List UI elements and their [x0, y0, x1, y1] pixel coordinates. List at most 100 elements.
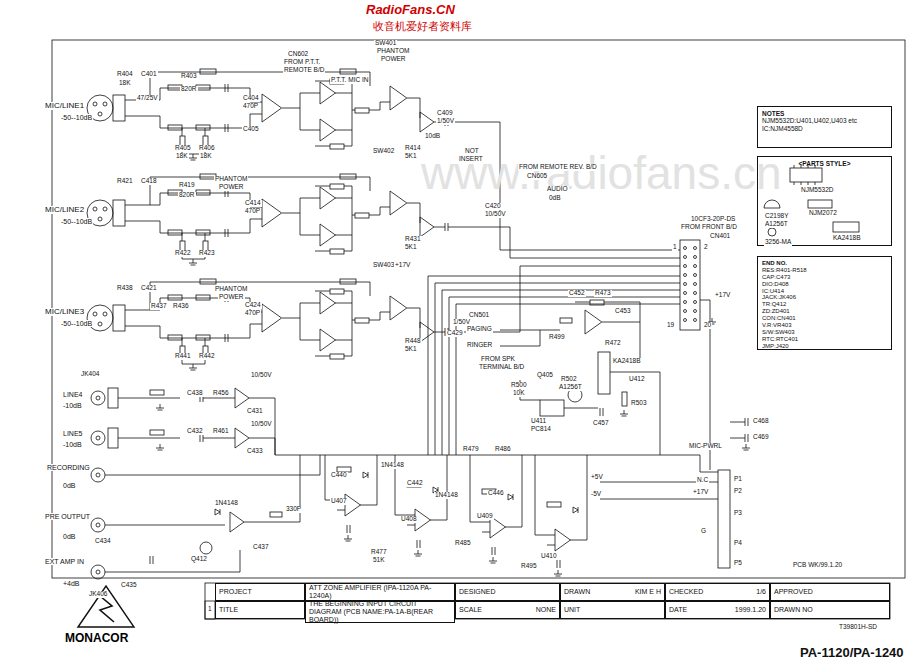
wire [407, 98, 420, 118]
jack-symbol [96, 396, 100, 400]
resistor-symbol [196, 85, 210, 90]
component-label: R486 [494, 446, 512, 453]
node-heading: NOTES [762, 110, 887, 117]
wire [730, 422, 745, 423]
component-label: R448 [404, 338, 422, 345]
resistor-symbol [196, 335, 210, 340]
wire [300, 303, 320, 304]
wire [249, 398, 275, 455]
capacitor-symbol [745, 418, 748, 426]
component-label: 10/50V [484, 211, 507, 218]
component-label: RINGER [466, 342, 493, 349]
connector-body [718, 470, 730, 568]
component-label: R485 [454, 540, 472, 547]
opamp-symbol [320, 224, 335, 246]
node-text: RTC:RTC401 [762, 336, 887, 343]
ground-symbol [156, 404, 164, 410]
wire [602, 322, 640, 360]
component-label: 820R [178, 192, 196, 199]
node-text: IC:U414 [762, 288, 887, 295]
component-label: C440 [330, 472, 348, 479]
node-heading: SCALE [459, 606, 482, 614]
resistor-symbol [200, 279, 216, 284]
wire [808, 182, 809, 185]
wire [456, 304, 457, 455]
component-label: 2 [703, 244, 709, 251]
wire [434, 227, 445, 228]
title-cell: SCALENONE [455, 601, 560, 619]
component-label: C468 [752, 418, 770, 425]
wire [205, 128, 206, 136]
connector-pin [684, 310, 687, 313]
resistor-symbol [200, 69, 216, 74]
wire [315, 251, 330, 252]
resistor-symbol [340, 279, 356, 284]
opamp-symbol [320, 292, 335, 314]
jack-symbol [96, 473, 100, 477]
component-label: 330P [285, 506, 302, 513]
opamp-symbol [420, 322, 434, 342]
wire [470, 455, 490, 522]
connector-pin [694, 310, 697, 313]
component-label: MIC/LINE3 [44, 308, 85, 316]
ground-symbol [554, 570, 562, 576]
transistor-icon [764, 200, 780, 208]
component-label: PHANTOM [214, 286, 248, 293]
wire [352, 215, 355, 216]
opamp-symbol [262, 94, 282, 122]
component-label: 51K [372, 557, 386, 564]
node-text: DIO:D408 [762, 281, 887, 288]
jack-symbol [91, 431, 105, 445]
jack-body [113, 95, 125, 121]
component-label: C2198Y [764, 213, 790, 220]
component-label: TERMINAL B/D [478, 364, 525, 371]
component-label: U408 [400, 516, 418, 523]
capacitor-symbol [600, 408, 603, 416]
node-text: KIM E H [635, 588, 661, 596]
component-label: C420 [484, 203, 502, 210]
wire [360, 455, 377, 505]
wire [335, 340, 352, 356]
component-label: R495 [520, 563, 538, 570]
component-label: SW401 [374, 40, 397, 47]
wire [300, 303, 301, 340]
component-label: 470P [242, 103, 259, 110]
node-heading: UNIT [564, 606, 580, 614]
component-label: POWER [218, 184, 245, 191]
title-cell: THE BEGINNING INPUT CIRCUIT DIAGRAM (PCB… [305, 601, 455, 623]
wire [203, 438, 235, 439]
component-label: C433 [246, 448, 264, 455]
resistor-symbol [590, 300, 604, 305]
component-label: R419 [178, 182, 196, 189]
opamp-symbol [555, 529, 570, 551]
resistor-symbol [560, 318, 572, 323]
component-label: 18K [175, 153, 189, 160]
component-label: C432 [186, 428, 204, 435]
component-label: 5K1 [404, 244, 418, 251]
wire [407, 203, 420, 223]
component-label: R438 [116, 285, 134, 292]
component-label: C401 [140, 71, 158, 78]
node-heading: CHECKED [669, 588, 703, 596]
connector-pin [694, 256, 697, 259]
parts-style-box: <PARTS STYLE> [757, 156, 892, 246]
component-label: R414 [404, 145, 422, 152]
component-label: 5K1 [404, 153, 418, 160]
component-label: C435 [120, 582, 138, 589]
opamp-symbol [320, 329, 335, 351]
component-label: CN501 [468, 312, 490, 319]
wire [300, 93, 320, 94]
connector-pin [694, 319, 697, 322]
connector-pin [684, 256, 687, 259]
wire [125, 116, 240, 128]
component-label: 10CF3-20P-DS [690, 216, 736, 223]
opamp-symbol [320, 187, 335, 209]
wire [352, 303, 353, 340]
wire [282, 318, 300, 319]
node-text: RES:R401-R518 [762, 267, 887, 274]
ic-symbol [598, 352, 610, 394]
wire [315, 81, 330, 82]
component-label: 收音机爱好者资料库 [372, 21, 473, 32]
jack-symbol [87, 305, 113, 331]
component-label: 470P [244, 208, 261, 215]
